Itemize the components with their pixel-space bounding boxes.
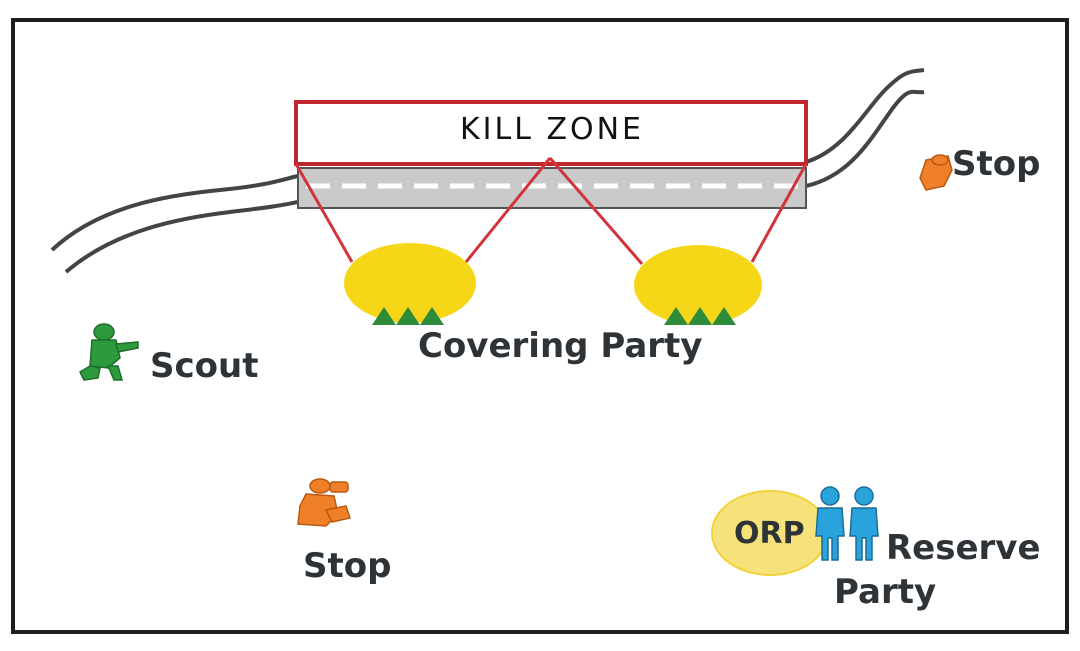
- trail-right-upper: [805, 68, 925, 164]
- stop-right-label: Stop: [952, 144, 1041, 184]
- stop-right-icon: [919, 154, 953, 191]
- stop-bottom-icon: [297, 478, 351, 527]
- covering-party-label: Covering Party: [418, 326, 703, 366]
- covering-triangles-right: [664, 307, 736, 325]
- orp-label: ORP: [734, 516, 805, 551]
- stop-bottom-label: Stop: [303, 546, 392, 586]
- reserve-party-icon: [815, 486, 879, 561]
- trail-left-upper: [50, 174, 299, 252]
- scout-icon: [79, 323, 139, 381]
- road: [297, 167, 807, 209]
- trail-right-lower: [805, 89, 925, 188]
- covering-position-left: [344, 243, 476, 323]
- covering-position-right: [634, 245, 762, 325]
- scout-label: Scout: [150, 346, 259, 386]
- trail-left-lower: [64, 200, 299, 274]
- reserve-party-label-line1: Reserve: [886, 528, 1041, 568]
- kill-zone-box: [294, 100, 808, 166]
- fields-of-fire: [294, 157, 808, 265]
- kill-zone-label: KILL ZONE: [459, 112, 645, 147]
- reserve-party-label-line2: Party: [834, 572, 937, 612]
- covering-triangles-left: [372, 307, 444, 325]
